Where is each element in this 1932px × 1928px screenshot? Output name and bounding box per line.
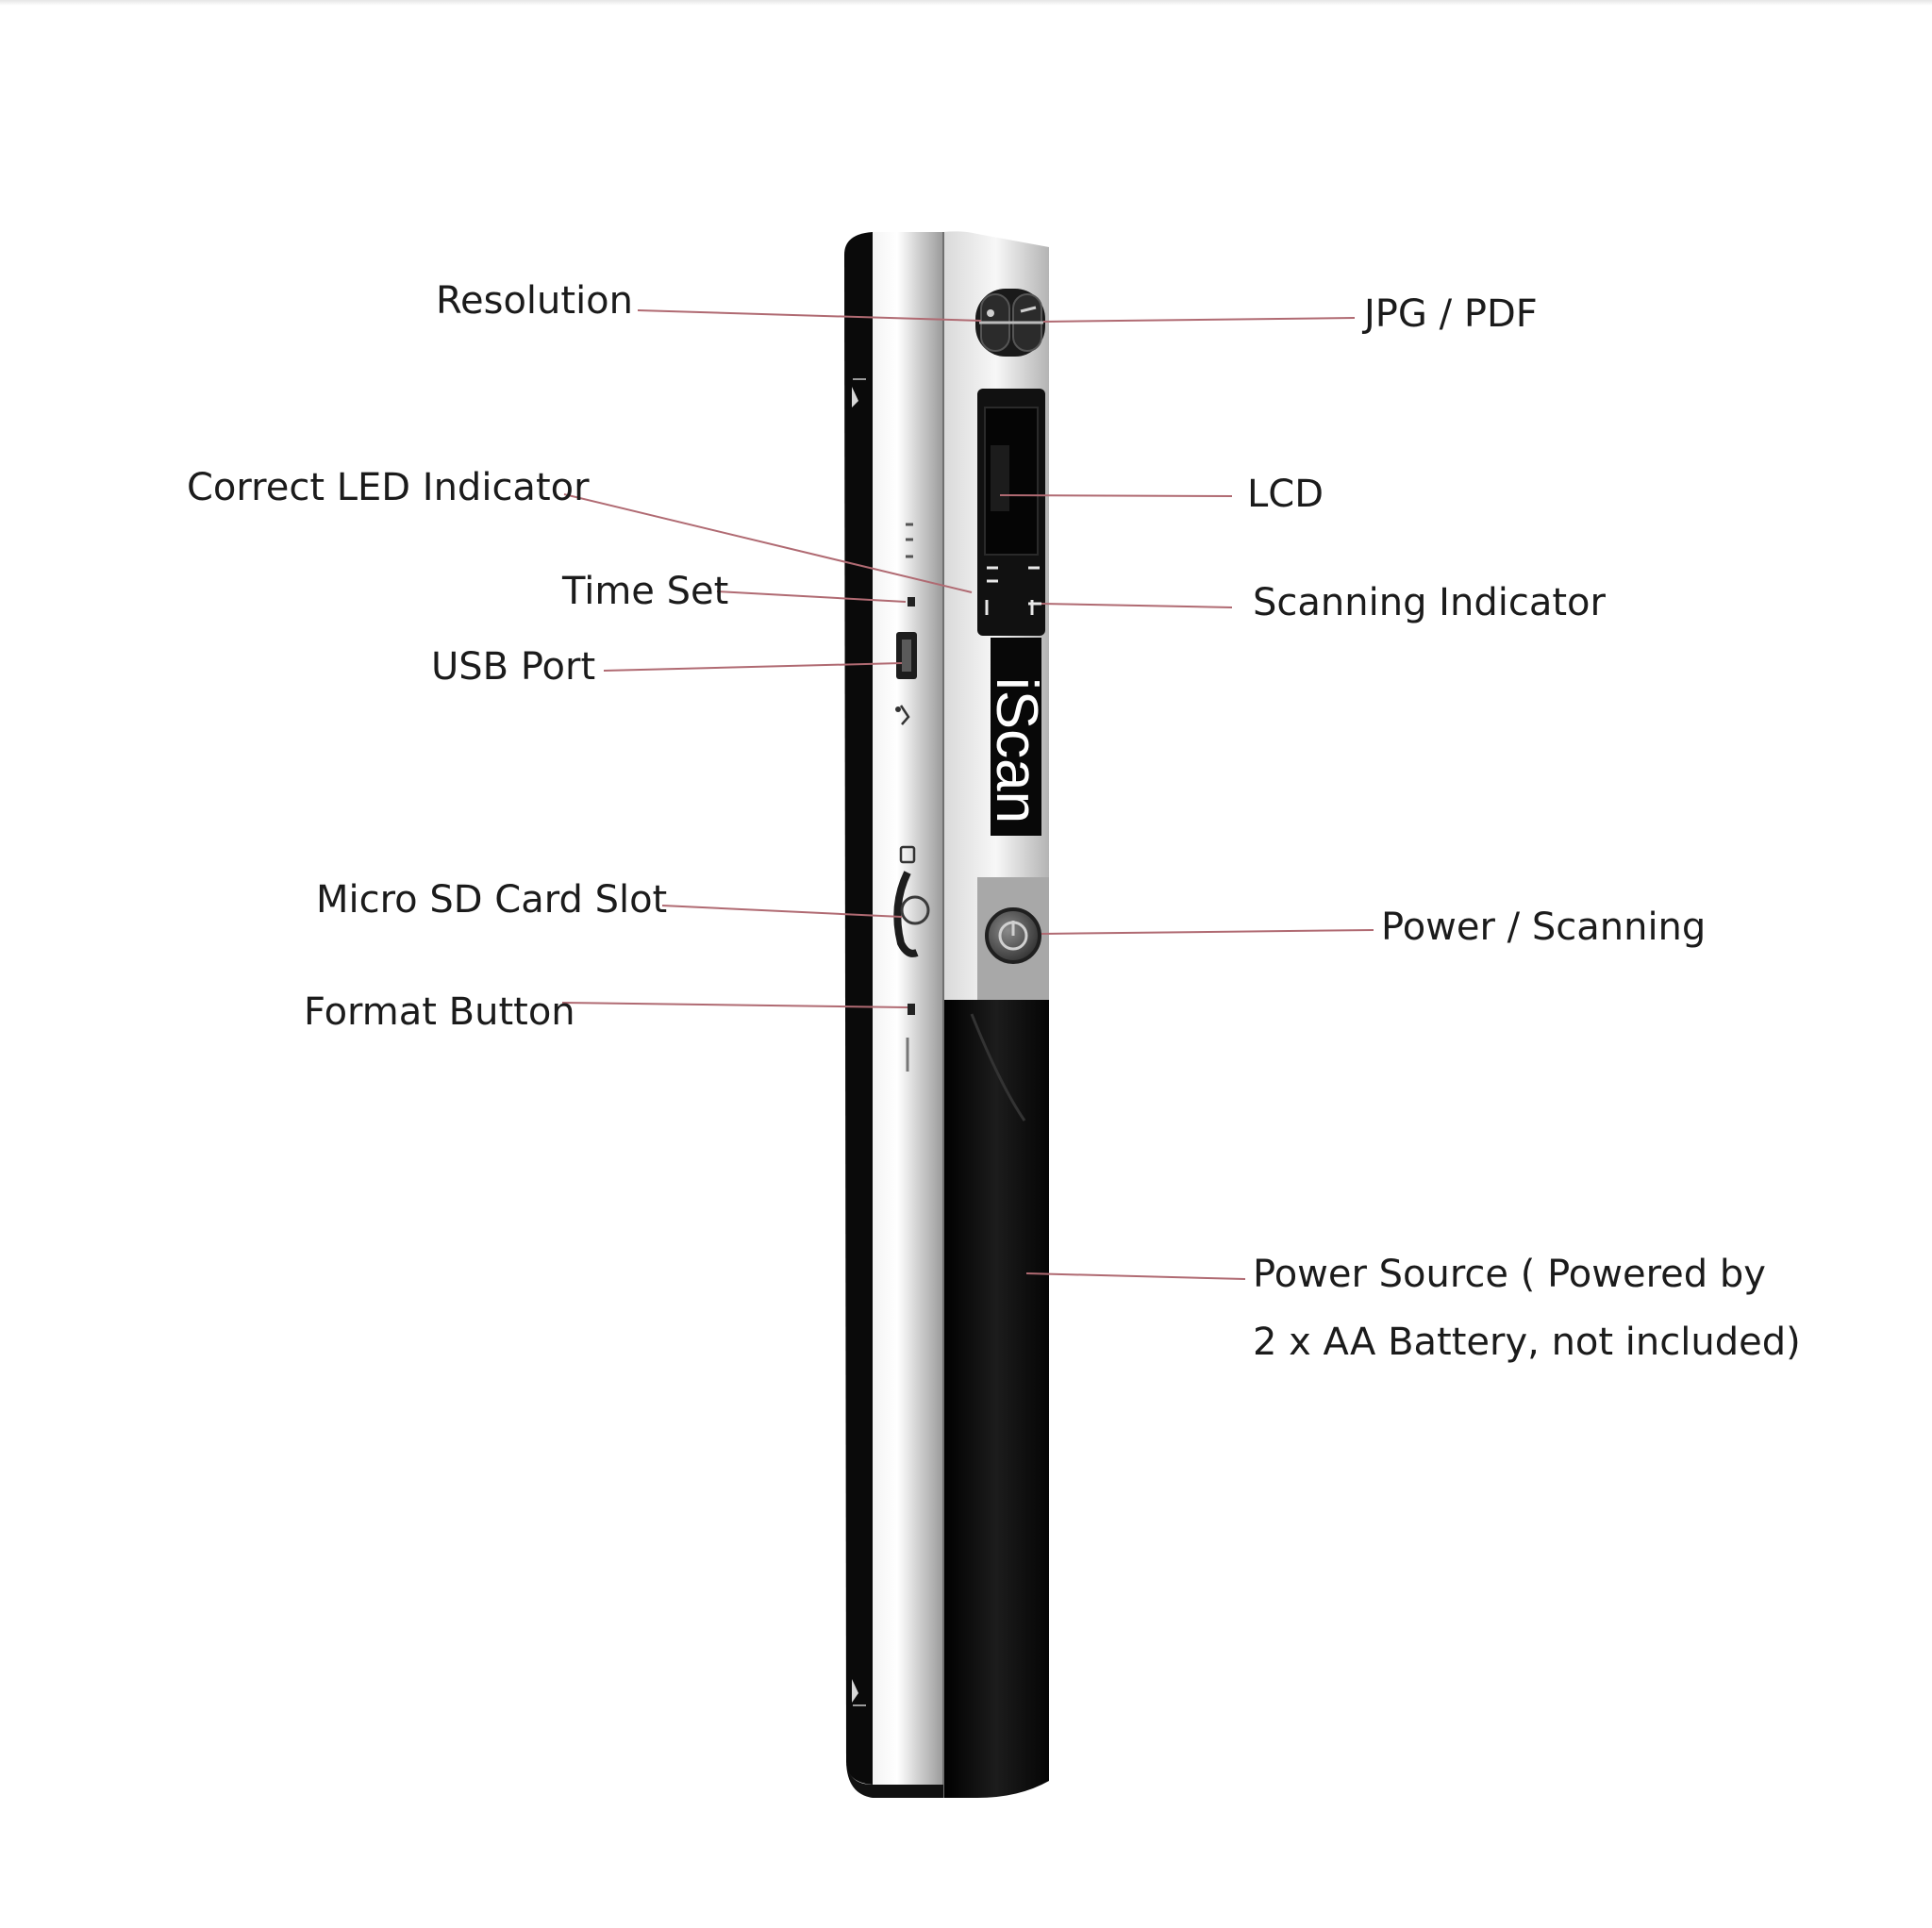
- leader-lcd: [999, 494, 1233, 497]
- usb-icon: [899, 705, 910, 725]
- leader-correct-led: [563, 493, 973, 593]
- label-resolution: Resolution: [436, 279, 633, 323]
- callout-labels: Resolution JPG / PDF Correct LED Indicat…: [187, 279, 1801, 1364]
- label-power-source-line2: 2 x AA Battery, not included): [1253, 1321, 1801, 1364]
- resolution-button-dot: [987, 309, 994, 317]
- lcd-screen: [977, 389, 1045, 636]
- scanner-front-lower: [943, 1000, 1049, 1798]
- leader-micro-sd: [661, 905, 903, 918]
- label-power-scanning: Power / Scanning: [1381, 906, 1706, 949]
- label-usb-port: USB Port: [431, 645, 595, 689]
- sd-card-icon: [899, 845, 916, 864]
- power-button-area: [977, 877, 1049, 1000]
- leader-resolution: [637, 309, 982, 322]
- usb-port-inner: [902, 640, 911, 672]
- micro-sd-release: [900, 895, 930, 925]
- top-buttons: [975, 289, 1045, 357]
- leader-power-scanning: [1041, 929, 1374, 935]
- leader-scanning-indicator: [1041, 603, 1233, 608]
- lcd-reflection: [991, 445, 1009, 511]
- leader-time-set: [716, 590, 907, 603]
- label-power-source-line1: Power Source ( Powered by: [1253, 1253, 1766, 1296]
- label-correct-led: Correct LED Indicator: [187, 466, 590, 509]
- scanner-lower-curve: [970, 1013, 1026, 1122]
- side-components: [893, 523, 930, 1072]
- top-border: [0, 0, 1932, 6]
- time-set-button[interactable]: [908, 597, 915, 607]
- label-jpg-pdf: JPG / PDF: [1361, 292, 1538, 336]
- jpg-pdf-button-glyph: [1020, 306, 1037, 313]
- label-micro-sd: Micro SD Card Slot: [316, 878, 667, 922]
- leader-usb-port: [603, 662, 903, 672]
- leader-lines: [561, 309, 1374, 1280]
- label-time-set: Time Set: [561, 570, 728, 613]
- label-scanning-indicator: Scanning Indicator: [1253, 581, 1606, 624]
- format-button[interactable]: [908, 1004, 915, 1015]
- leader-format-button: [561, 1002, 908, 1008]
- brand-panel: [991, 638, 1041, 836]
- label-format-button: Format Button: [304, 990, 575, 1034]
- brand-label: iScan: [984, 677, 1049, 823]
- scanner-groove-top: [852, 387, 858, 407]
- scanner-groove-bottom: [852, 1679, 858, 1703]
- label-lcd: LCD: [1247, 473, 1324, 516]
- usb-icon-dot: [895, 706, 901, 712]
- leader-power-source: [1025, 1272, 1246, 1280]
- leader-jpg-pdf: [1042, 317, 1356, 323]
- scanner-left-side: [844, 232, 873, 1785]
- micro-sd-slot[interactable]: [893, 871, 919, 957]
- scanner-bottom-cap: [846, 1762, 943, 1798]
